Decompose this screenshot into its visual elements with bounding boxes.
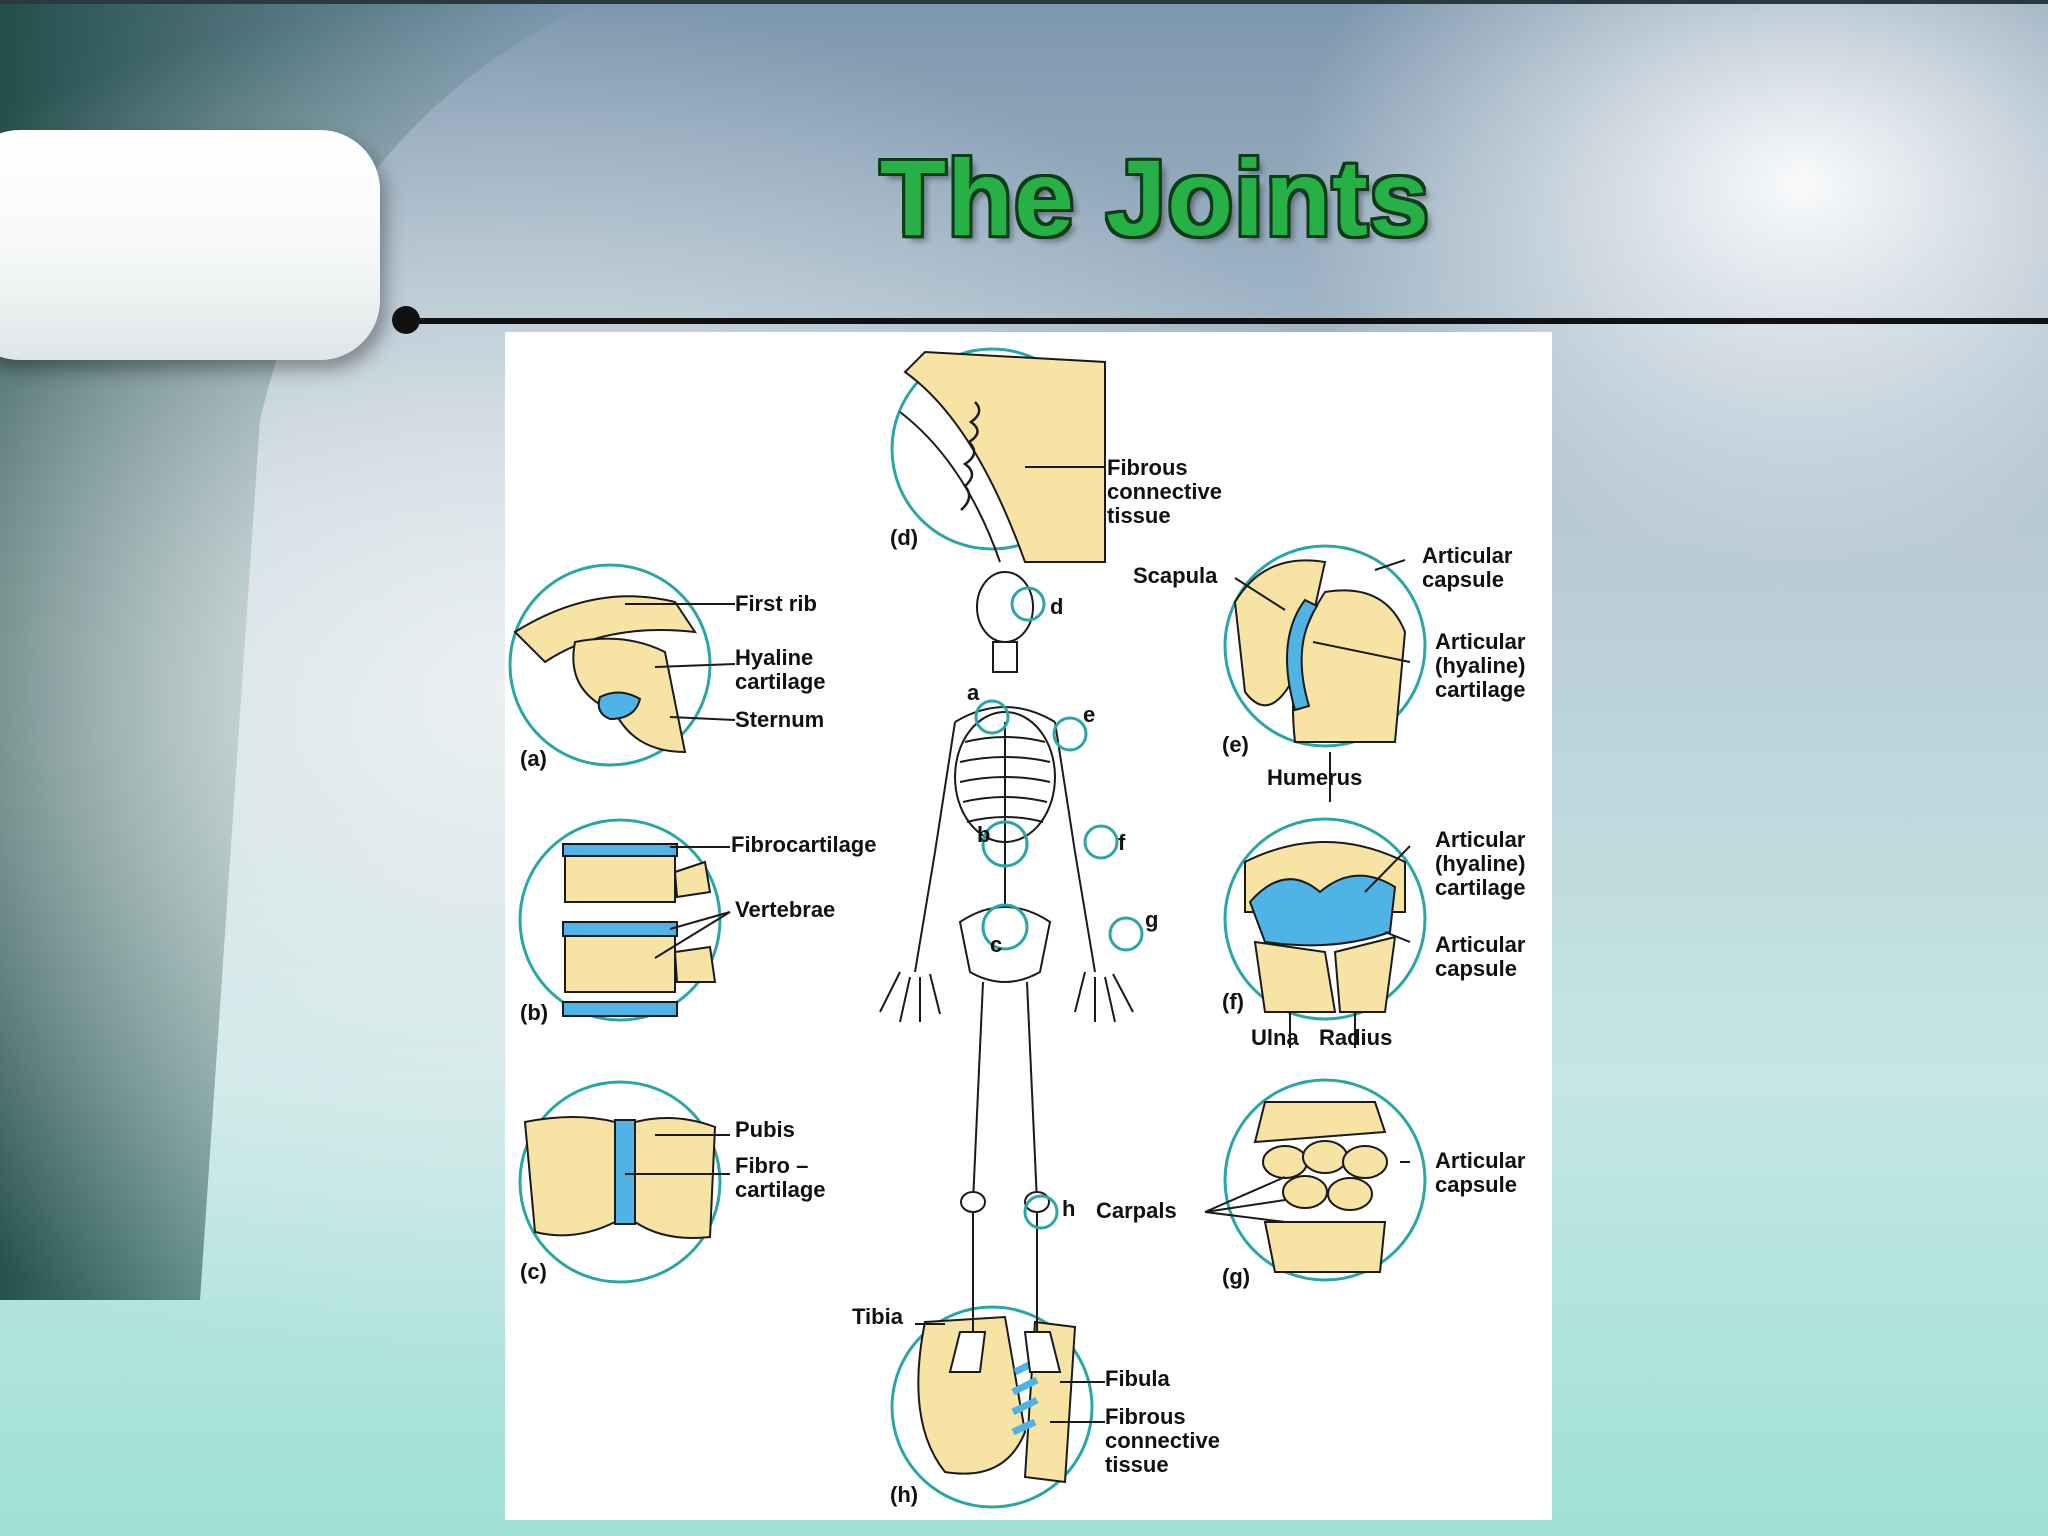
label-e-humerus: Humerus xyxy=(1267,765,1363,790)
panel-label-b: (b) xyxy=(520,1000,549,1025)
label-e-articular-hyaline-cartilage: Articular (hyaline) cartilage xyxy=(1435,629,1526,702)
label-g-carpals: Carpals xyxy=(1096,1198,1177,1223)
slide-title: The Joints xyxy=(880,137,1431,258)
panel-c-circle xyxy=(518,1080,722,1284)
panel-label-c: (c) xyxy=(520,1259,547,1284)
label-a-sternum: Sternum xyxy=(735,707,825,732)
skeleton-marker-circles xyxy=(974,586,1144,1230)
label-b-vertebrae: Vertebrae xyxy=(735,897,836,922)
panel-g-circle xyxy=(1223,1078,1427,1282)
skeleton-marker-b: b xyxy=(977,822,991,847)
label-d-fibrous-tissue: Fibrous connective tissue xyxy=(1107,455,1222,528)
panel-label-h: (h) xyxy=(890,1482,919,1507)
label-b-fibrocartilage: Fibrocartilage xyxy=(731,832,877,857)
skeleton-marker-d: d xyxy=(1050,594,1064,619)
label-h-tibia: Tibia xyxy=(852,1304,903,1329)
skeleton-marker-f: f xyxy=(1118,830,1126,855)
title-rule xyxy=(405,318,2048,324)
skeleton-marker-e: e xyxy=(1083,702,1096,727)
leader-lines xyxy=(625,466,1411,1423)
label-c-pubis: Pubis xyxy=(735,1117,795,1142)
joints-figure: Fibrous connective tissue (d) First rib … xyxy=(505,332,1552,1520)
panel-b-circle xyxy=(518,818,722,1022)
panel-label-e: (e) xyxy=(1222,732,1249,757)
panel-a-circle xyxy=(508,563,712,767)
label-h-fibrous-tissue: Fibrous connective tissue xyxy=(1105,1404,1220,1477)
panel-label-a: (a) xyxy=(520,746,547,771)
panel-d-circle xyxy=(890,347,1106,563)
label-e-scapula: Scapula xyxy=(1133,563,1218,588)
decorative-pill-shape xyxy=(0,130,380,360)
skeleton xyxy=(879,571,1134,1373)
skeleton-marker-c: c xyxy=(990,932,1003,957)
label-g-articular-capsule: Articular capsule xyxy=(1435,1148,1526,1197)
skeleton-marker-g: g xyxy=(1145,907,1159,932)
label-a-hyaline-cartilage: Hyaline cartilage xyxy=(735,645,826,694)
joints-illustration xyxy=(508,347,1427,1509)
skeleton-marker-h: h xyxy=(1062,1196,1076,1221)
label-c-fibrocartilage: Fibro – cartilage xyxy=(735,1153,826,1202)
label-e-articular-capsule: Articular capsule xyxy=(1422,543,1513,592)
panel-label-d: (d) xyxy=(890,525,919,550)
skeleton-marker-a: a xyxy=(967,680,980,705)
panel-label-f: (f) xyxy=(1222,989,1244,1014)
label-f-radius: Radius xyxy=(1319,1025,1393,1050)
panel-h-circle xyxy=(890,1305,1094,1509)
panel-f-circle xyxy=(1223,817,1427,1021)
label-a-first-rib: First rib xyxy=(735,591,817,616)
panel-e-circle xyxy=(1223,544,1427,748)
label-f-ulna: Ulna xyxy=(1251,1025,1299,1050)
label-f-articular-hyaline-cartilage: Articular (hyaline) cartilage xyxy=(1435,827,1526,900)
label-h-fibula: Fibula xyxy=(1105,1366,1170,1391)
panel-label-g: (g) xyxy=(1222,1264,1251,1289)
label-f-articular-capsule: Articular capsule xyxy=(1435,932,1526,981)
